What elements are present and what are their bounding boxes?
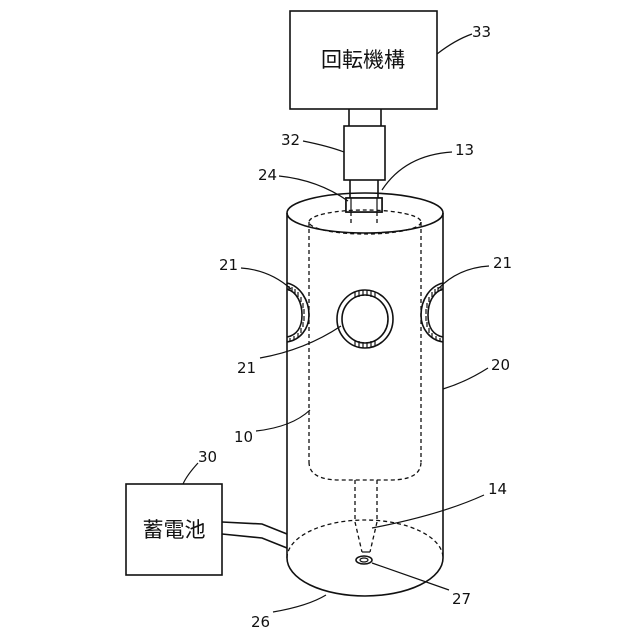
nozzle-tip <box>355 522 377 552</box>
leader-10 <box>256 410 310 431</box>
leader-20 <box>443 368 488 389</box>
inner-bottom <box>309 462 421 480</box>
coil-right <box>421 283 443 342</box>
ref-21-center: 21 <box>237 359 256 377</box>
coil-center <box>337 290 393 348</box>
leader-21-left <box>241 268 291 289</box>
ref-21-right: 21 <box>493 254 512 272</box>
leader-13 <box>382 152 452 190</box>
coil-left <box>287 283 309 342</box>
battery-wire-upper <box>222 522 287 534</box>
ref-10: 10 <box>234 428 253 446</box>
battery-wire-lower <box>222 534 287 548</box>
rotation-mechanism-label: 回転機構 <box>321 48 405 72</box>
ref-20: 20 <box>491 356 510 374</box>
ref-33: 33 <box>472 23 491 41</box>
outlet-ring <box>356 556 372 564</box>
leader-26 <box>273 595 326 612</box>
inner-sides <box>309 222 421 462</box>
ref-24: 24 <box>258 166 277 184</box>
nozzle-tube <box>355 480 377 522</box>
shaft-upper <box>349 109 381 126</box>
ref-14: 14 <box>488 480 507 498</box>
leader-27 <box>372 563 449 590</box>
leader-14 <box>372 495 484 528</box>
leader-30 <box>183 463 198 484</box>
leader-32 <box>303 141 344 152</box>
leader-33 <box>437 34 472 54</box>
ref-30: 30 <box>198 448 217 466</box>
outlet-ring-inner <box>360 558 368 562</box>
battery-label: 蓄電池 <box>143 518 206 542</box>
shaft-hidden <box>351 212 377 226</box>
ref-32: 32 <box>281 131 300 149</box>
shaft-collar <box>344 126 385 180</box>
leader-21-right <box>438 266 489 289</box>
ref-26: 26 <box>251 613 270 631</box>
ref-13: 13 <box>455 141 474 159</box>
ref-27: 27 <box>452 590 471 608</box>
ref-21-left: 21 <box>219 256 238 274</box>
